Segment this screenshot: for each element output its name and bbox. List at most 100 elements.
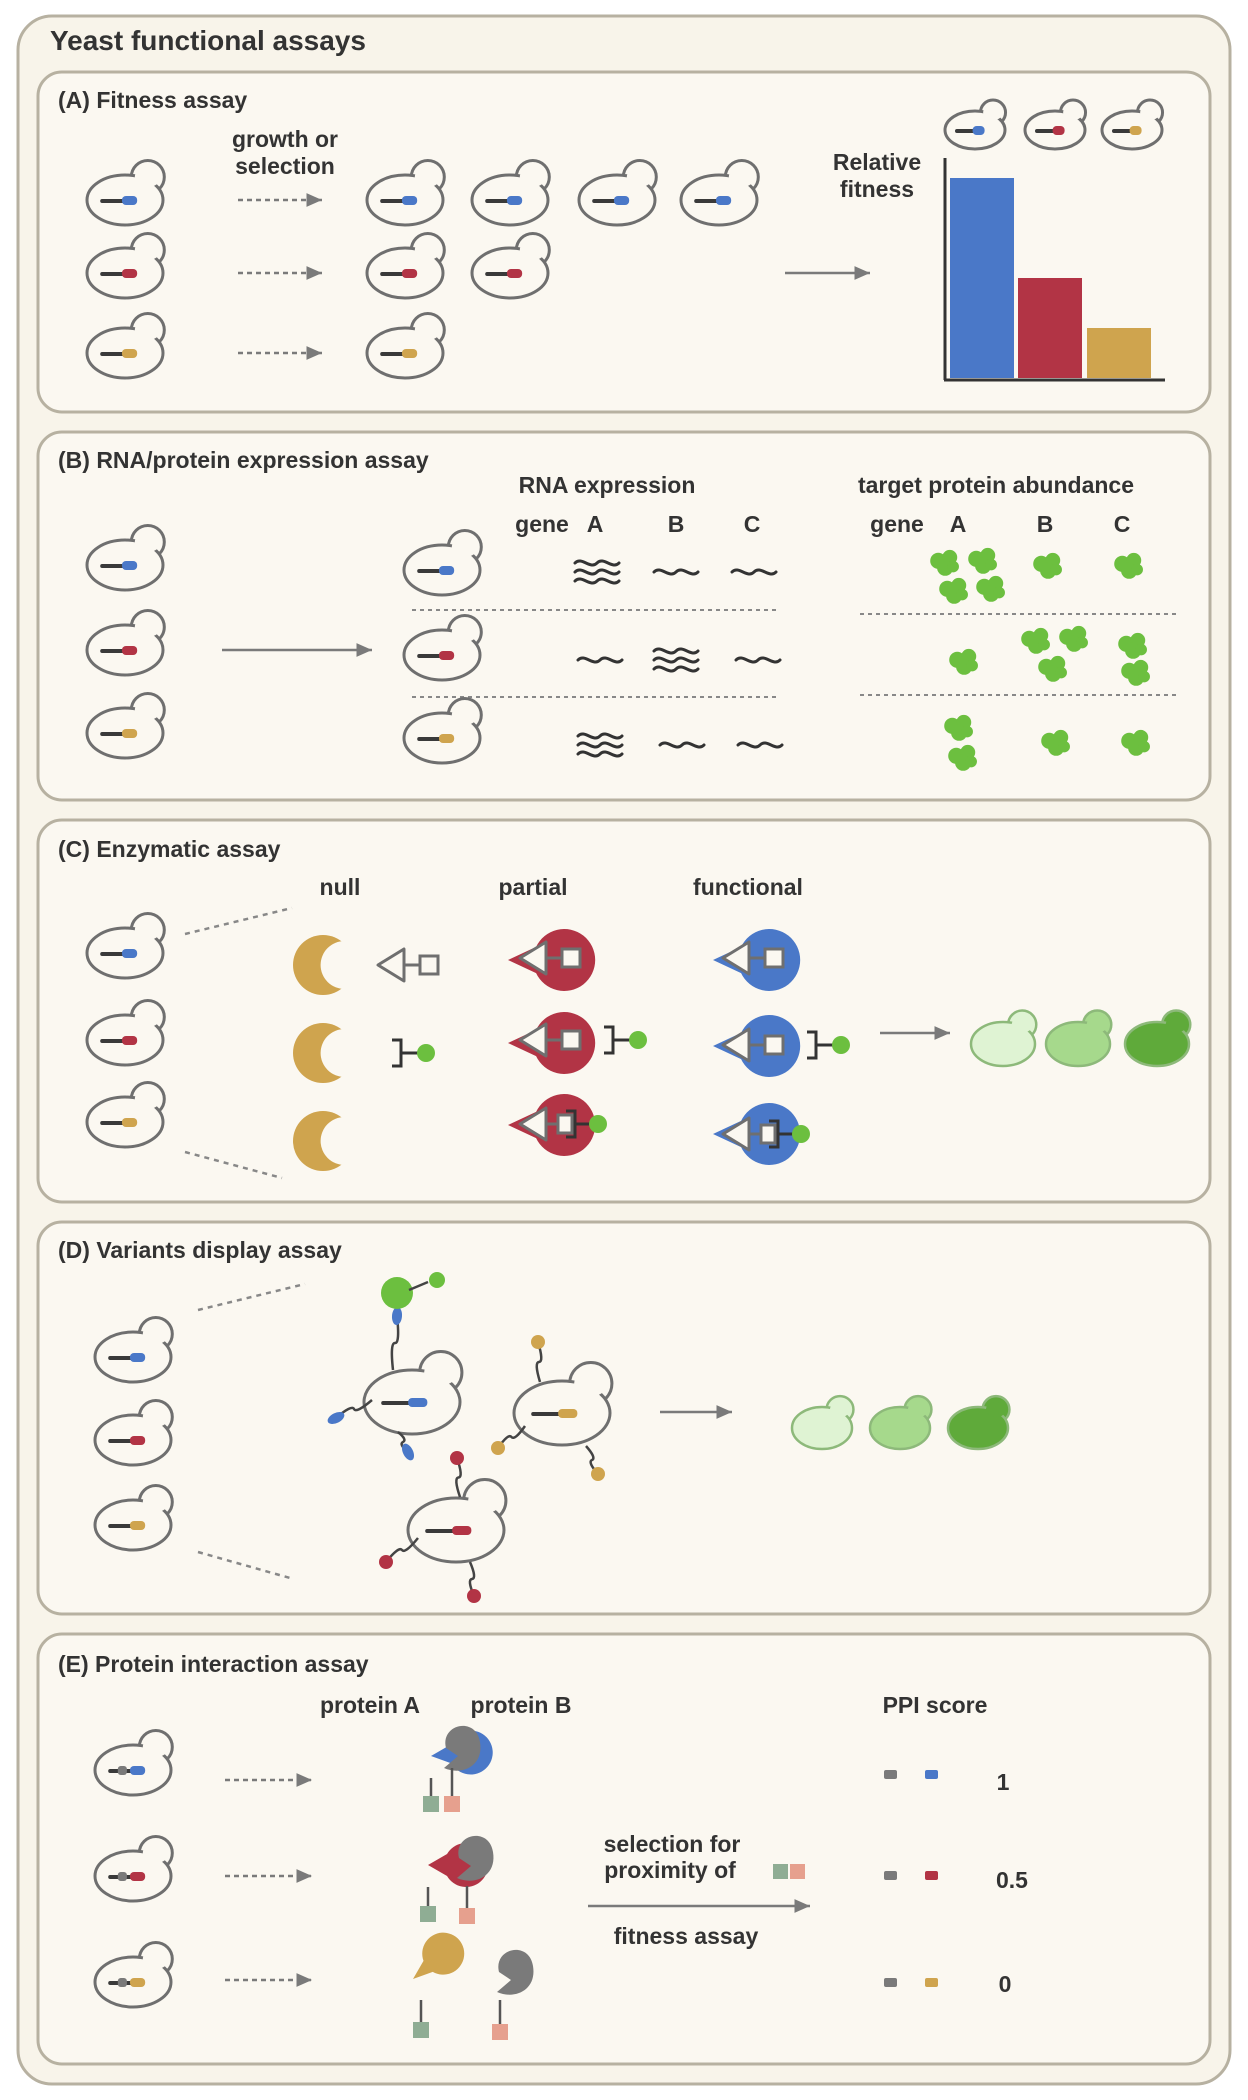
fitness-label-line2: fitness — [840, 176, 914, 202]
plasmid-insert — [1129, 126, 1142, 135]
yeast-cell — [93, 1835, 174, 1903]
yeast-cell — [93, 1399, 174, 1467]
mrna-wave — [658, 741, 706, 749]
plasmid-insert — [129, 1872, 146, 1881]
yeast-cell — [85, 999, 166, 1067]
yeast-neck — [142, 1843, 169, 1863]
plasmid-insert — [129, 1353, 146, 1362]
plasmid-insert — [401, 269, 418, 278]
reporter-cell — [790, 1394, 855, 1451]
reporter-neck — [985, 1401, 1007, 1418]
plasmid-insert — [121, 1036, 138, 1045]
null-enzyme-icon — [293, 1111, 369, 1171]
rna-gene-label: gene — [515, 511, 569, 537]
yeast-neck — [519, 167, 546, 187]
ppi-key-gray-1 — [884, 1770, 897, 1779]
protein-blob — [939, 577, 968, 604]
protein-blob — [930, 549, 959, 576]
plasmid-insert — [121, 269, 138, 278]
rna-gene-b: B — [668, 511, 685, 537]
mrna-wave — [576, 732, 624, 740]
partial-substrate-2 — [518, 1022, 582, 1058]
panel-e-title: (E) Protein interaction assay — [58, 1651, 369, 1677]
gold-variant-top — [531, 1335, 545, 1383]
plasmid-insert — [121, 1118, 138, 1127]
yeast-cell — [93, 1941, 174, 2009]
reporter-neck — [829, 1401, 851, 1418]
yeast-cell — [943, 98, 1008, 151]
yeast-cell — [512, 1360, 614, 1447]
null-label: null — [320, 874, 361, 900]
ppi-key-gray-2 — [884, 1871, 897, 1880]
plasmid-insert — [121, 196, 138, 205]
panel-e-frame — [36, 1632, 1212, 2066]
selection-label-line1: selection for — [604, 1831, 741, 1857]
yeast-cell — [470, 232, 551, 300]
growth-label-line2: selection — [235, 153, 335, 179]
yeast-cell — [402, 614, 483, 682]
reporter-cell — [1123, 1009, 1192, 1068]
protein-blob — [1114, 552, 1143, 579]
yeast-cell — [85, 609, 166, 677]
rna-low-icon — [734, 656, 782, 664]
reporter-body — [790, 1405, 854, 1451]
zoom-line-top-c — [184, 906, 293, 936]
protein-blob — [1038, 655, 1067, 682]
functional-ligand-2 — [807, 1030, 850, 1060]
protein-a-gold — [413, 1932, 465, 1979]
yeast-neck — [451, 622, 478, 642]
plasmid-insert — [121, 561, 138, 570]
yeast-neck — [1063, 104, 1083, 121]
yeast-neck — [134, 920, 161, 940]
reporter-cell — [1044, 1009, 1113, 1068]
protein-blob — [1118, 632, 1147, 659]
yeast-neck — [574, 1370, 608, 1397]
null-substrate-icon — [376, 947, 440, 983]
chart-bar-1 — [950, 178, 1014, 378]
proximity-tag-pink — [790, 1864, 805, 1879]
yeast-cell — [85, 159, 166, 227]
panel-c-title: (C) Enzymatic assay — [58, 836, 281, 862]
yeast-neck — [424, 1359, 458, 1386]
functional-enzyme-1 — [713, 928, 801, 991]
proximity-tag-green — [773, 1864, 788, 1879]
blue-variant-bottom — [397, 1431, 415, 1461]
yeast-neck — [134, 320, 161, 340]
panel-b-title: (B) RNA/protein expression assay — [58, 447, 429, 473]
protein-blob — [1059, 625, 1088, 652]
reporter-body — [969, 1020, 1037, 1068]
mrna-wave — [573, 568, 621, 576]
protein-blob — [1121, 659, 1150, 686]
protein-blob — [944, 714, 973, 741]
reporter-neck — [1011, 1016, 1033, 1033]
mrna-wave — [576, 750, 624, 758]
reporter-body — [868, 1405, 932, 1451]
yeast-neck — [983, 104, 1003, 121]
protein-abundance-title: target protein abundance — [858, 472, 1134, 498]
yeast-cell — [1023, 98, 1088, 151]
partial-substrate-1 — [518, 940, 582, 976]
zoom-line-top-d — [197, 1282, 306, 1312]
ppi-key-blue — [925, 1770, 938, 1779]
plasmid-insert — [506, 196, 523, 205]
ppi-score-title: PPI score — [883, 1692, 988, 1718]
fitness-assay-label: fitness assay — [614, 1923, 759, 1949]
chart-bar-2 — [1018, 278, 1082, 378]
plasmid-insert — [438, 566, 455, 575]
null-enzyme-icon — [293, 1023, 369, 1083]
yeast-cell — [85, 232, 166, 300]
yeast-cell — [85, 524, 166, 592]
ppi-score-1: 1 — [997, 1769, 1010, 1795]
rna-high-icon — [652, 647, 700, 673]
yeast-cell — [406, 1477, 508, 1564]
tag-green-1 — [423, 1796, 439, 1812]
plasmid-insert — [408, 1398, 428, 1407]
mrna-wave — [734, 656, 782, 664]
plasmid-insert — [129, 1766, 146, 1775]
ppi-key-gold — [925, 1978, 938, 1987]
panel-d-frame — [36, 1220, 1212, 1616]
reporter-cell — [868, 1394, 933, 1451]
mrna-wave — [652, 647, 700, 655]
plasmid-insert — [121, 349, 138, 358]
